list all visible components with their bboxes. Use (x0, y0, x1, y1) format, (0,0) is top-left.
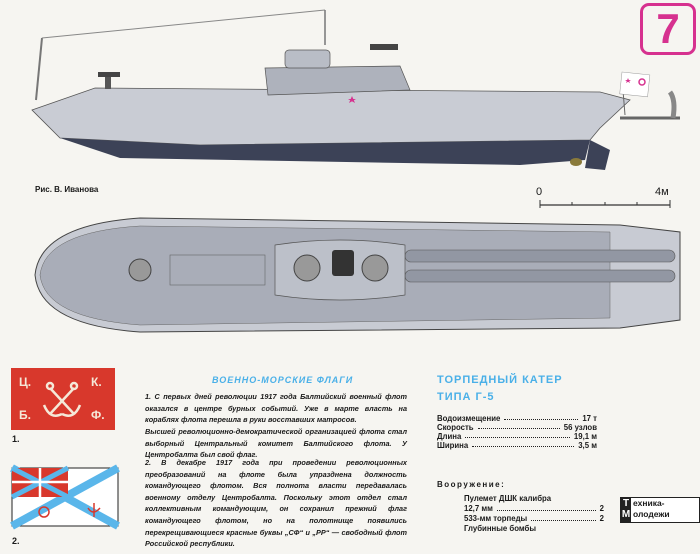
armament-row: 12,7 мм 2 (464, 504, 604, 514)
spec-value: 3,5 м (578, 441, 597, 450)
logo-initial: М (621, 509, 631, 520)
article-paragraph-3: 2. В декабре 1917 года при проведении ре… (145, 458, 407, 549)
flag-letter: Ф. (91, 408, 105, 422)
armament-intro: Пулемет ДШК калибра (464, 494, 552, 503)
armament-list: Пулемет ДШК калибра 12,7 мм 2 533-мм торп… (464, 494, 604, 534)
page-number-badge: 7 (640, 3, 696, 55)
spec-label: Ширина (437, 441, 469, 450)
article-paragraph-1: 1. С первых дней революции 1917 года Бал… (145, 392, 407, 425)
logo-line: ехника- (633, 498, 665, 508)
flag-letter: К. (91, 375, 102, 389)
flag-letter: Ц. (19, 375, 32, 389)
armament-title: Вооружение: (437, 480, 506, 489)
spec-label: Водоизмещение (437, 414, 501, 423)
armament-label: 12,7 мм (464, 504, 493, 513)
spec-row: Водоизмещение 17 т (437, 414, 597, 423)
spec-value: 56 узлов (563, 423, 597, 432)
spec-label: Длина (437, 432, 462, 441)
illustration-credit: Рис. В. Иванова (35, 185, 99, 194)
flag-2-commander (10, 464, 120, 530)
flag-letter: Б. (19, 408, 31, 422)
flag-2-number: 2. (12, 536, 20, 546)
specs-title-line2: ТИПА Г-5 (437, 391, 495, 403)
spec-row: Длина 19,1 м (437, 432, 597, 441)
article-paragraph-2: Высшей революционно-демократической орга… (145, 427, 407, 460)
top-view-boat (34, 217, 681, 333)
scale-bar (539, 200, 671, 208)
spec-row: Ширина 3,5 м (437, 441, 597, 450)
specs-title-line1: ТОРПЕДНЫЙ КАТЕР (437, 374, 563, 386)
spec-label: Скорость (437, 423, 474, 432)
spec-value: 19,1 м (573, 432, 597, 441)
logo-words: ехника-олодежи (631, 498, 670, 522)
flag-1-letters: Ц. К. Б. Ф. (11, 368, 115, 430)
article-title: ВОЕННО-МОРСКИЕ ФЛАГИ (212, 375, 354, 385)
armament-label: 533-мм торпеды (464, 514, 528, 523)
specs-table: Водоизмещение 17 т Скорость 56 узлов Длина… (437, 414, 597, 450)
armament-row: 533-мм торпеды 2 (464, 514, 604, 524)
logo-line: олодежи (633, 509, 670, 519)
flag-1-number: 1. (12, 434, 20, 444)
armament-extra: Глубинные бомбы (464, 524, 537, 533)
armament-value: 2 (599, 514, 604, 523)
armament-value: 2 (599, 504, 604, 513)
flag-1-centrobalt (11, 368, 115, 430)
spec-value: 17 т (582, 414, 597, 423)
side-view-boat (31, 9, 680, 170)
scale-start-label: 0 (536, 186, 543, 198)
logo-initial: Т (622, 498, 630, 509)
scale-end-label: 4м (655, 186, 669, 198)
spec-row: Скорость 56 узлов (437, 423, 597, 432)
